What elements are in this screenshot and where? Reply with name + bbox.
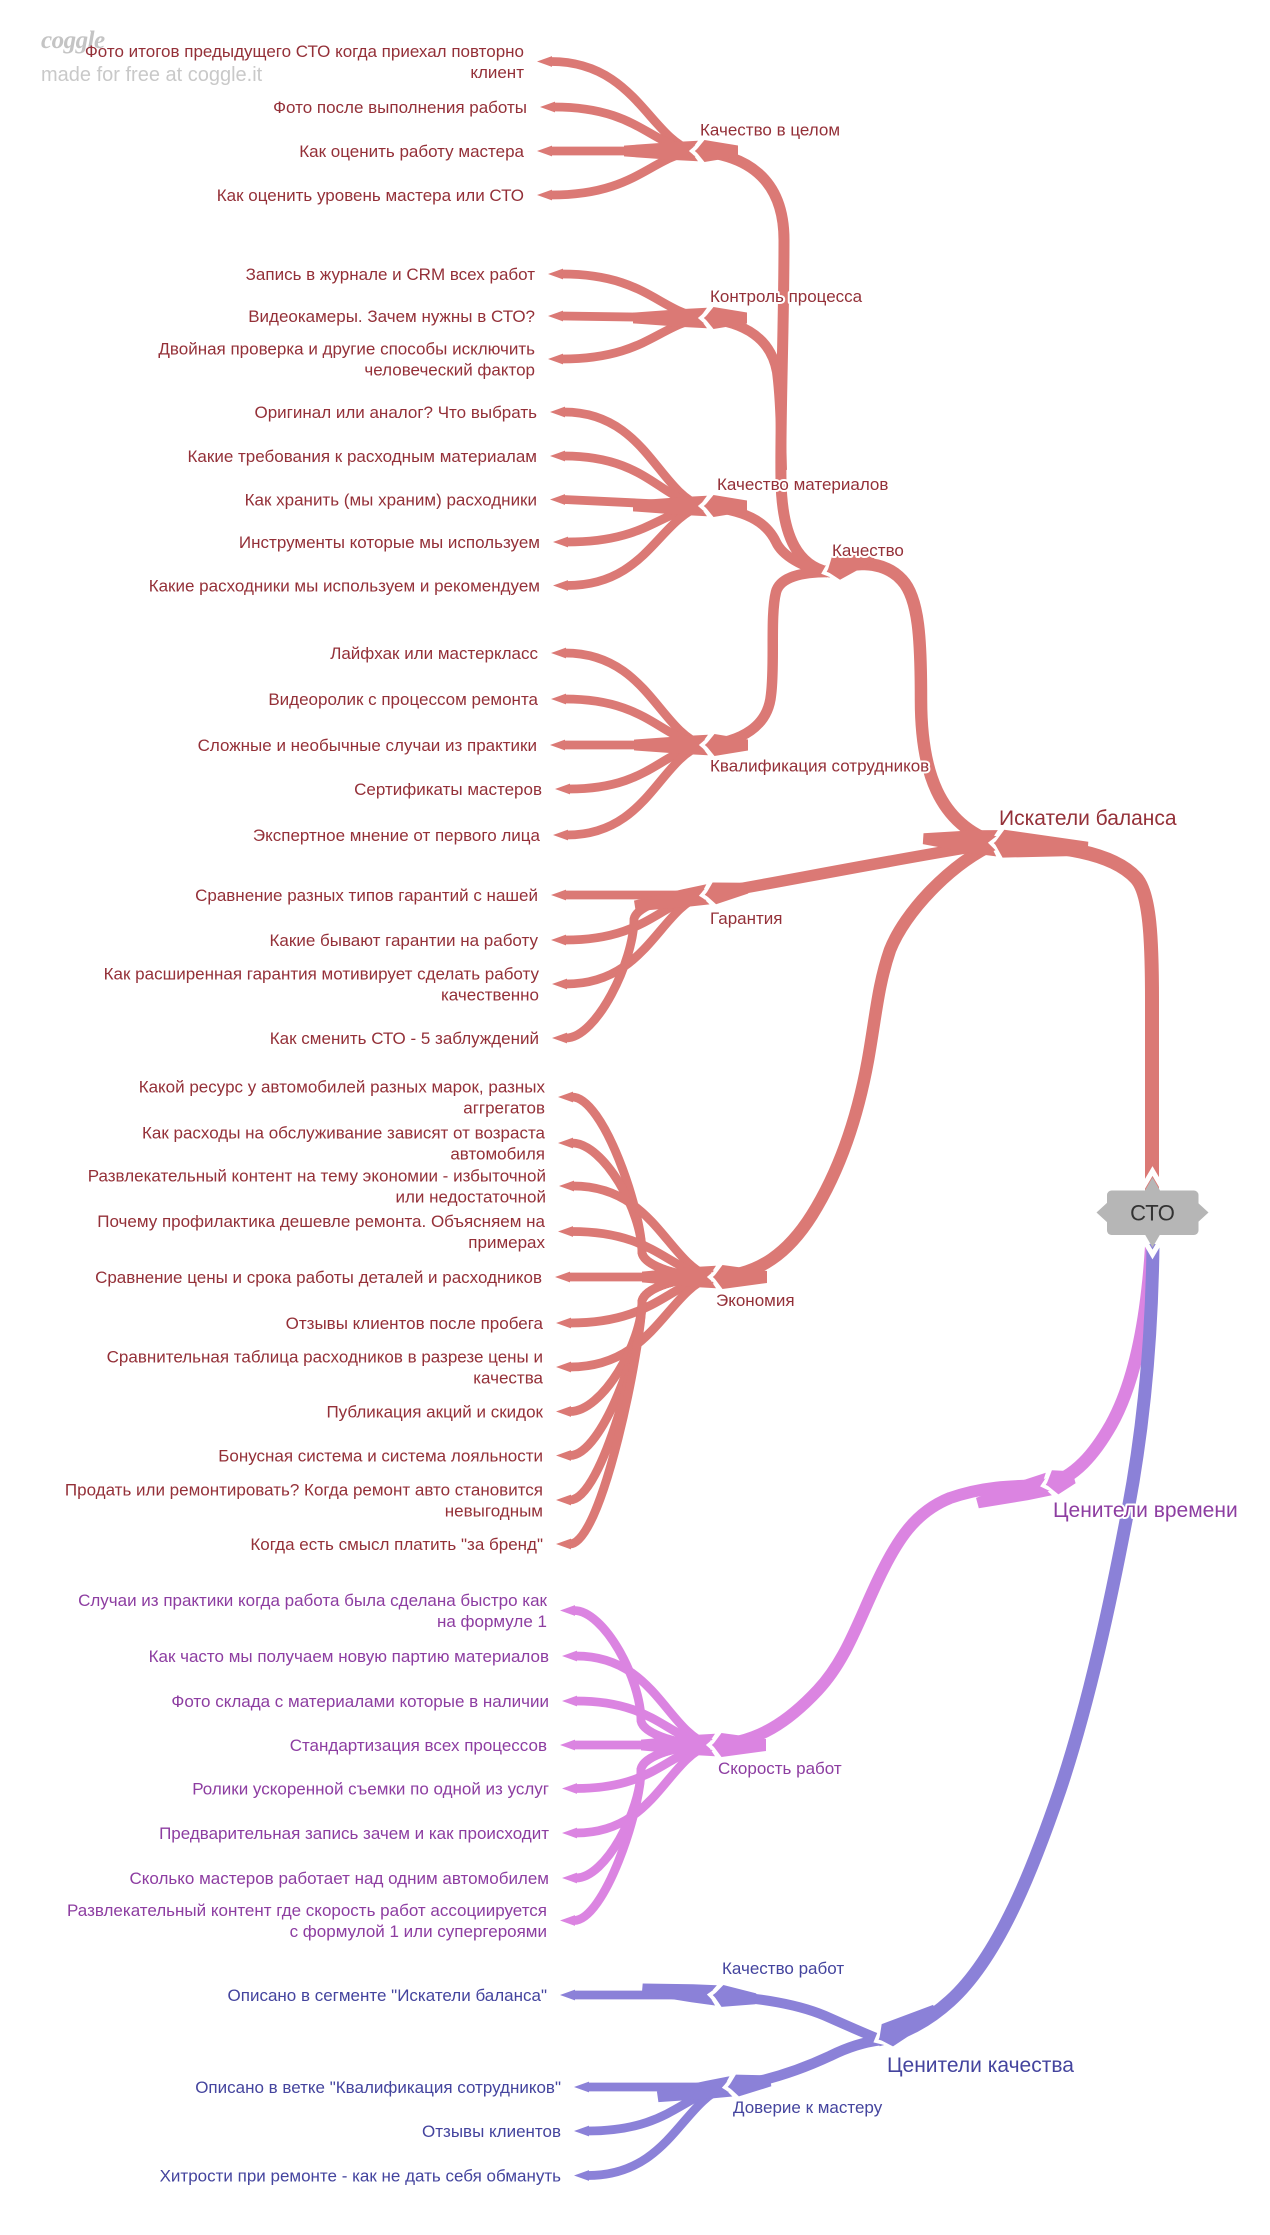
svg-text:Фото итогов предыдущего СТО ко: Фото итогов предыдущего СТО когда приеха…	[85, 42, 524, 61]
svg-text:Инструменты которые мы использ: Инструменты которые мы используем	[239, 533, 540, 552]
svg-text:качества: качества	[473, 1369, 543, 1388]
svg-text:или недостаточной: или недостаточной	[395, 1188, 546, 1207]
svg-text:Оригинал или аналог? Что выбра: Оригинал или аналог? Что выбрать	[254, 403, 537, 422]
svg-text:Продать или ремонтировать? Ког: Продать или ремонтировать? Когда ремонт …	[65, 1481, 543, 1500]
svg-text:Развлекательный контент на тем: Развлекательный контент на тему экономии…	[88, 1167, 546, 1186]
svg-text:Гарантия: Гарантия	[710, 909, 783, 928]
svg-text:Развлекательный контент где ск: Развлекательный контент где скорость раб…	[67, 1901, 547, 1920]
svg-text:человеческий фактор: человеческий фактор	[364, 361, 535, 380]
svg-text:Какие бывают гарантии на работ: Какие бывают гарантии на работу	[270, 931, 539, 950]
svg-text:Стандартизация всех процессов: Стандартизация всех процессов	[290, 1736, 547, 1755]
svg-text:Качество: Качество	[832, 541, 904, 560]
svg-text:Видеокамеры. Зачем нужны в СТО: Видеокамеры. Зачем нужны в СТО?	[248, 307, 535, 326]
svg-text:Отзывы клиентов после пробега: Отзывы клиентов после пробега	[286, 1314, 544, 1333]
svg-text:с формулой 1 или супергероями: с формулой 1 или супергероями	[290, 1922, 547, 1941]
svg-text:Как расходы на обслуживание за: Как расходы на обслуживание зависят от в…	[142, 1124, 546, 1143]
svg-text:Ценители времени: Ценители времени	[1053, 1499, 1238, 1522]
svg-text:Какие расходники мы используем: Какие расходники мы используем и рекомен…	[149, 577, 540, 596]
svg-text:Сравнение разных типов гаранти: Сравнение разных типов гарантий с нашей	[195, 886, 538, 905]
svg-text:Почему профилактика дешевле ре: Почему профилактика дешевле ремонта. Объ…	[97, 1212, 545, 1231]
svg-text:Как часто мы получаем новую па: Как часто мы получаем новую партию матер…	[149, 1647, 549, 1666]
svg-text:Скорость работ: Скорость работ	[718, 1759, 842, 1778]
svg-text:Сертификаты мастеров: Сертификаты мастеров	[354, 780, 542, 799]
svg-text:Хитрости при ремонте - как не: Хитрости при ремонте - как не дать себя …	[160, 2167, 562, 2186]
svg-text:Экспертное мнение от первого л: Экспертное мнение от первого лица	[253, 826, 541, 845]
svg-text:СТО: СТО	[1130, 1201, 1175, 1226]
svg-text:Квалификация сотрудников: Квалификация сотрудников	[710, 757, 929, 776]
svg-text:Сравнительная таблица расходни: Сравнительная таблица расходников в разр…	[107, 1348, 543, 1367]
svg-text:автомобиля: автомобиля	[450, 1145, 545, 1164]
svg-text:Запись в журнале и CRM всех ра: Запись в журнале и CRM всех работ	[246, 265, 536, 284]
svg-text:Когда есть смысл платить "за б: Когда есть смысл платить "за бренд"	[250, 1535, 543, 1554]
svg-text:Как оценить работу мастера: Как оценить работу мастера	[299, 142, 524, 161]
svg-text:Ролики ускоренной съемки по од: Ролики ускоренной съемки по одной из усл…	[192, 1780, 549, 1799]
svg-text:Как сменить СТО - 5 заблуждени: Как сменить СТО - 5 заблуждений	[270, 1029, 539, 1048]
svg-text:coggle: coggle	[41, 27, 105, 54]
svg-text:Описано в сегменте "Искатели б: Описано в сегменте "Искатели баланса"	[228, 1986, 547, 2005]
svg-text:Сравнение цены и срока работы: Сравнение цены и срока работы деталей и …	[95, 1268, 542, 1287]
svg-text:Сколько мастеров работает над: Сколько мастеров работает над одним авто…	[130, 1869, 549, 1888]
svg-text:Двойная проверка и другие спос: Двойная проверка и другие способы исключ…	[158, 340, 535, 359]
svg-text:Как оценить уровень мастера ил: Как оценить уровень мастера или СТО	[217, 186, 524, 205]
svg-text:made for free at coggle.it: made for free at coggle.it	[41, 64, 263, 86]
svg-text:Качество работ: Качество работ	[722, 1959, 844, 1978]
svg-text:клиент: клиент	[470, 63, 524, 82]
svg-text:Публикация акций и скидок: Публикация акций и скидок	[326, 1403, 543, 1422]
svg-text:Видеоролик с процессом ремонта: Видеоролик с процессом ремонта	[268, 690, 538, 709]
svg-text:Как хранить (мы храним) расход: Как хранить (мы храним) расходники	[245, 491, 537, 510]
svg-text:Искатели баланса: Искатели баланса	[999, 807, 1177, 830]
svg-text:аггрегатов: аггрегатов	[463, 1099, 545, 1118]
svg-text:Бонусная система и система лоя: Бонусная система и система лояльности	[218, 1447, 543, 1466]
svg-text:качественно: качественно	[441, 986, 539, 1005]
svg-text:на формуле 1: на формуле 1	[437, 1612, 547, 1631]
svg-text:Отзывы клиентов: Отзывы клиентов	[422, 2122, 561, 2141]
svg-text:Ценители качества: Ценители качества	[887, 2054, 1074, 2077]
svg-text:Предварительная запись зачем и: Предварительная запись зачем и как проис…	[159, 1824, 549, 1843]
svg-text:примерах: примерах	[468, 1233, 545, 1252]
svg-text:Фото склада с материалами кото: Фото склада с материалами которые в нали…	[171, 1692, 549, 1711]
svg-text:Экономия: Экономия	[716, 1291, 795, 1310]
svg-text:Сложные и необычные случаи из: Сложные и необычные случаи из практики	[198, 736, 537, 755]
svg-text:Случаи из практики когда работ: Случаи из практики когда работа была сде…	[78, 1591, 547, 1610]
svg-text:Качество в целом: Качество в целом	[700, 121, 840, 140]
svg-text:Лайфхак или мастеркласс: Лайфхак или мастеркласс	[330, 644, 538, 663]
svg-text:невыгодным: невыгодным	[445, 1502, 543, 1521]
svg-text:Фото после выполнения работы: Фото после выполнения работы	[273, 98, 527, 117]
svg-text:Как расширенная гарантия мотив: Как расширенная гарантия мотивирует сдел…	[104, 965, 540, 984]
svg-text:Какие требования к расходным м: Какие требования к расходным материалам	[188, 447, 537, 466]
svg-text:Доверие к мастеру: Доверие к мастеру	[733, 2098, 883, 2117]
svg-text:Какой ресурс у автомобилей раз: Какой ресурс у автомобилей разных марок,…	[139, 1078, 546, 1097]
svg-text:Контроль процесса: Контроль процесса	[710, 287, 863, 306]
svg-text:Качество материалов: Качество материалов	[717, 475, 888, 494]
svg-text:Описано в ветке "Квалификация: Описано в ветке "Квалификация сотруднико…	[195, 2078, 561, 2097]
